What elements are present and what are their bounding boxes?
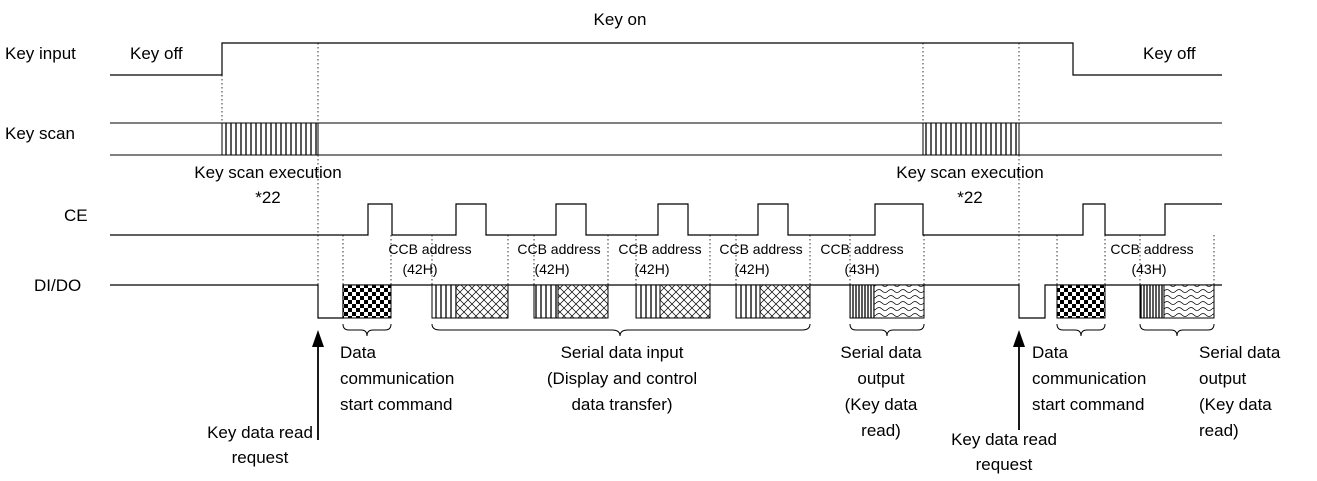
key-scan-note-1: *22 [255,188,281,207]
key-data-read-request-text-1: Key data read [207,423,313,442]
key-scan-note-2: *22 [957,188,983,207]
data-communication-text-2-line1: Data [1032,343,1068,362]
di-do-data-blocks [342,284,1215,319]
serial-data-output-text-1-line3: (Key data [845,395,918,414]
key-data-read-request-text-2-line2: request [976,455,1033,474]
serial-data-output-text-2-line3: (Key data [1199,395,1272,414]
ccb-address-value: (42H) [634,261,669,277]
brace-serial-data-output-1 [849,323,925,337]
brace-serial-data-output-2 [1139,323,1215,337]
ccb-address-label: CCB address [388,241,471,257]
key-data-read-request-text-1-line2: request [232,448,289,467]
serial-data-output-text-2-line4: read) [1199,421,1239,440]
ccb-address-value: (42H) [534,261,569,277]
serial-data-output-text-1-line2: output [857,369,905,388]
signal-label-key-scan: Key scan [5,124,75,143]
key-input-waveform [110,42,1222,76]
key-off-label-right: Key off [1143,44,1196,63]
serial-data-input-text-line2: (Display and control [547,369,697,388]
ccb-address-label: CCB address [1110,241,1193,257]
serial-data-input-text-line1: Serial data input [561,343,684,362]
arrow-key-data-read-request-2 [1013,330,1025,430]
ccb-address-label: CCB address [719,241,802,257]
ccb-address-value: (43H) [1131,261,1166,277]
ccb-address-label: CCB address [517,241,600,257]
serial-data-output-text-1-line1: Serial data [840,343,922,362]
data-communication-text-2-line2: communication [1032,369,1146,388]
key-scan-waveform [110,122,1222,156]
data-communication-text-2-line3: start command [1032,395,1144,414]
data-communication-text-1-line1: Data [340,343,376,362]
ccb-address-label: CCB address [618,241,701,257]
key-off-label-left: Key off [130,44,183,63]
ccb-address-value: (42H) [402,261,437,277]
signal-label-key-input: Key input [5,44,76,63]
ccb-address-value: (42H) [734,261,769,277]
brace-data-communication-1 [342,323,392,337]
data-communication-text-1-line2: communication [340,369,454,388]
ccb-address-value: (43H) [844,261,879,277]
ccb-address-label: CCB address [820,241,903,257]
serial-data-output-text-2-line1: Serial data [1199,343,1281,362]
signal-label-ce: CE [64,206,88,225]
serial-data-input-text-line3: data transfer) [571,395,672,414]
timing-guide-lines [221,43,1215,318]
ce-waveform [110,203,1222,236]
key-on-label: Key on [594,10,647,29]
brace-data-communication-2 [1056,323,1106,337]
serial-data-output-text-2-line2: output [1199,369,1247,388]
serial-data-output-text-1-line4: read) [861,421,901,440]
key-data-read-request-text-2: Key data read [951,430,1057,449]
key-scan-execution-label-1: Key scan execution [194,163,341,182]
signal-label-di-do: DI/DO [34,276,81,295]
data-communication-text-1-line3: start command [340,395,452,414]
brace-serial-data-input [431,323,811,337]
arrow-key-data-read-request-1 [312,330,324,440]
key-scan-execution-label-2: Key scan execution [896,163,1043,182]
